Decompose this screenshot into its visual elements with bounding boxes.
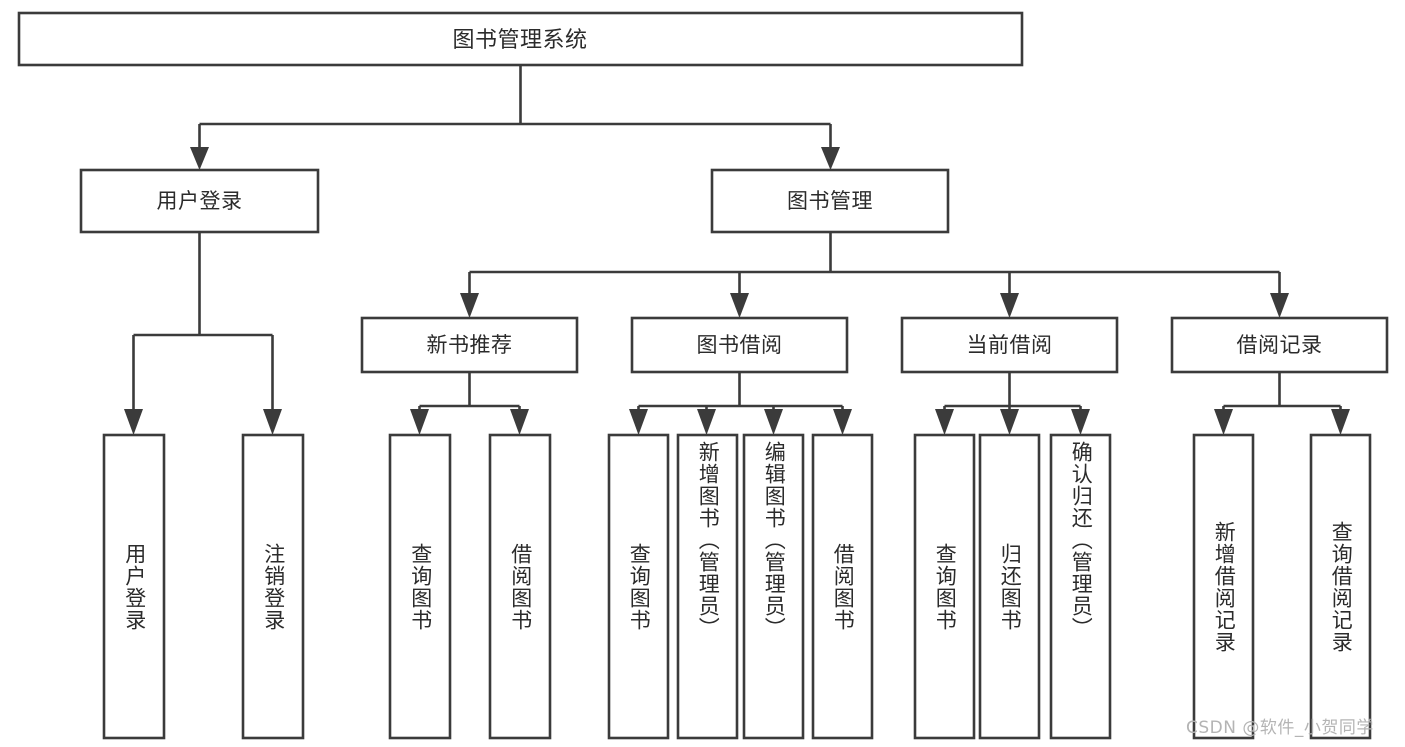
node-user-login-label: 用户登录 [157,189,243,213]
node-book-borrow[interactable] [630,316,849,374]
arrow-user-login-leaf-1 [124,409,143,435]
leaf-box-user-login-2[interactable] [241,433,305,740]
leaf-box-new-book-recommend-2[interactable] [488,433,552,740]
arrow-bb-leaf-1 [629,409,648,435]
arrow-bb-leaf-4 [833,409,852,435]
leaf-box-book-borrow-2[interactable] [676,433,739,740]
arrow-cb-leaf-3 [1071,409,1090,435]
node-root[interactable] [17,11,1024,67]
arrow-cb-leaf-2 [1000,409,1019,435]
node-book-management-label: 图书管理 [787,189,873,213]
csdn-watermark: CSDN @软件_小贺同学 [1186,718,1374,738]
arrow-to-current-borrow [1000,293,1019,318]
arrow-nbr-leaf-1 [410,409,429,435]
arrow-nbr-leaf-2 [510,409,529,435]
leaf-box-borrow-record-1[interactable] [1192,433,1255,740]
arrow-br-leaf-2 [1331,409,1350,435]
arrow-bb-leaf-3 [764,409,783,435]
leaf-box-current-borrow-3[interactable] [1049,433,1112,740]
node-current-borrow[interactable] [900,316,1119,374]
node-borrow-record-label: 借阅记录 [1237,333,1323,357]
leaf-box-book-borrow-4[interactable] [811,433,874,740]
arrow-user-login-leaf-2 [263,409,282,435]
node-book-management[interactable] [710,168,950,234]
leaf-box-borrow-record-2[interactable] [1309,433,1372,740]
node-root-label: 图书管理系统 [452,28,587,53]
leaf-box-current-borrow-2[interactable] [978,433,1041,740]
node-borrow-record[interactable] [1170,316,1389,374]
arrow-to-new-book-recommend [460,293,479,318]
arrow-br-leaf-1 [1214,409,1233,435]
leaf-box-new-book-recommend-1[interactable] [388,433,452,740]
leaf-box-user-login-1[interactable] [102,433,166,740]
leaf-box-book-borrow-3[interactable] [742,433,805,740]
arrow-to-book-borrow [730,293,749,318]
arrow-root-to-user-login [190,147,209,170]
node-new-book-recommend[interactable] [360,316,579,374]
node-book-borrow-label: 图书借阅 [697,333,783,357]
leaf-box-book-borrow-1[interactable] [607,433,670,740]
arrow-cb-leaf-1 [935,409,954,435]
arrow-to-borrow-record [1270,293,1289,318]
leaf-box-current-borrow-1[interactable] [913,433,976,740]
node-current-borrow-label: 当前借阅 [967,333,1053,357]
arrow-root-to-book-mgmt [821,147,840,170]
arrow-bb-leaf-2 [697,409,716,435]
node-new-book-recommend-label: 新书推荐 [427,333,513,357]
